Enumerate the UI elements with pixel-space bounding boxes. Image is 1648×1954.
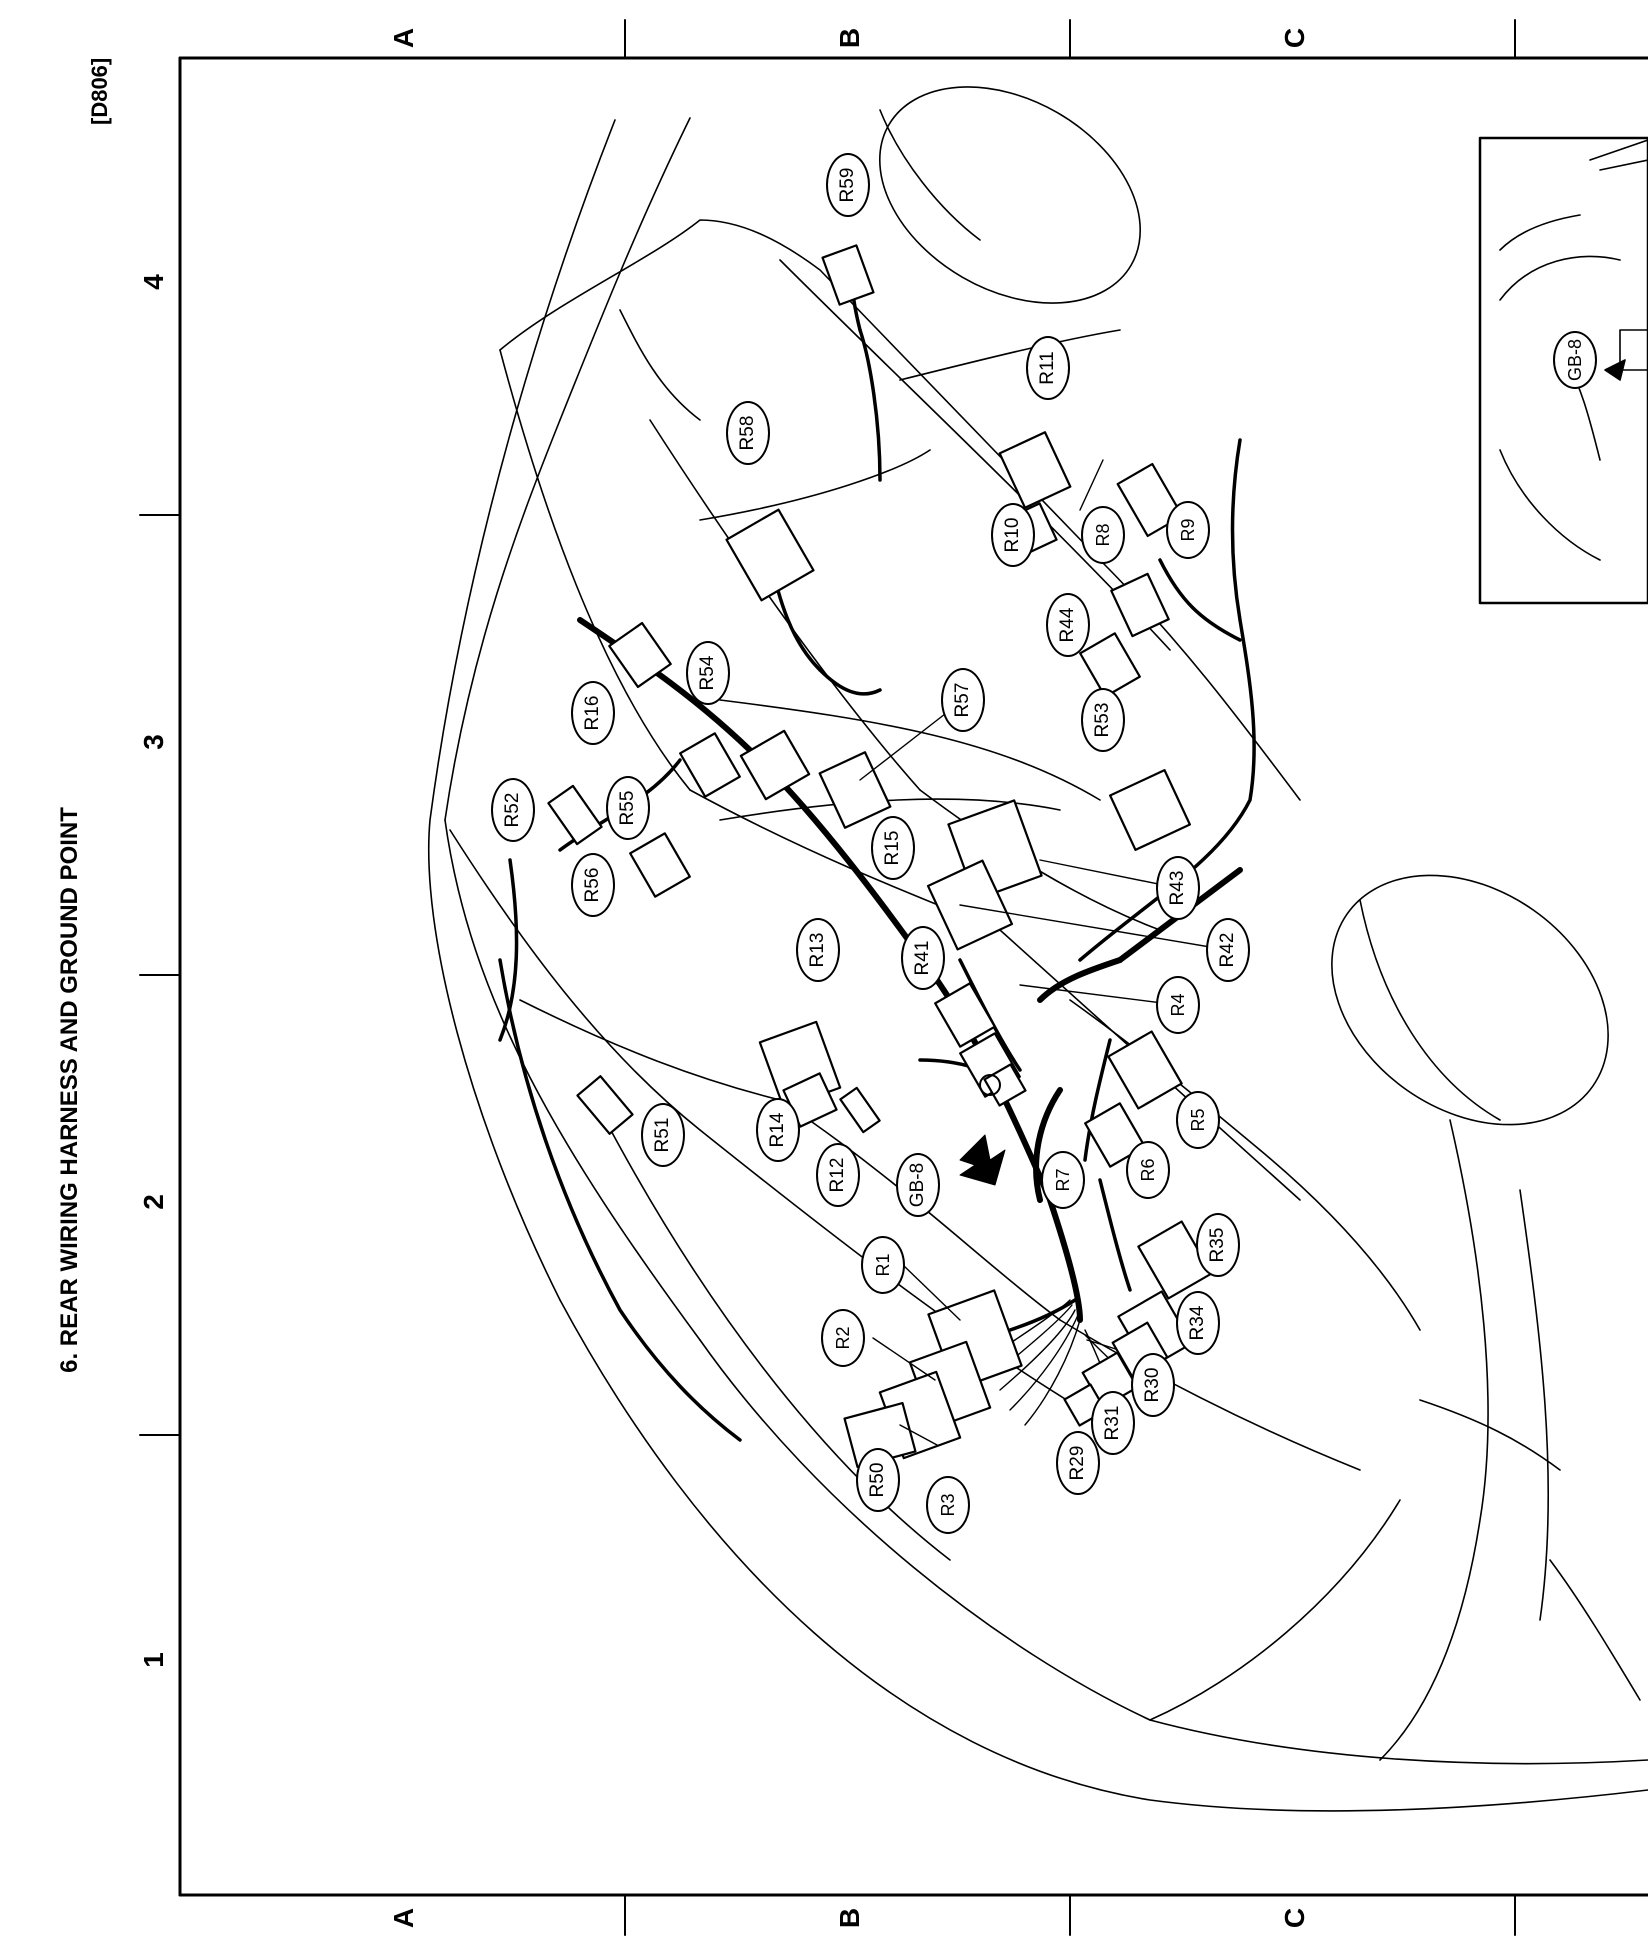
connector-label-r42: R42 (1206, 918, 1250, 982)
connector-label-r1: R1 (861, 1236, 905, 1294)
grid-letter-top-c: C (1279, 27, 1310, 49)
connector-label-r59: R59 (826, 153, 870, 217)
connector-label-r6: R6 (1126, 1141, 1170, 1199)
connector-label-r7: R7 (1041, 1151, 1085, 1209)
grid-number-1: 1 (138, 1652, 169, 1668)
frame-border (178, 56, 1648, 1897)
connector-label-r53: R53 (1081, 688, 1125, 752)
connector-label-r57: R57 (941, 668, 985, 732)
grid-letter-bottom-b: B (834, 1907, 865, 1929)
connector-label-r58: R58 (726, 401, 770, 465)
inset-ground-label-gb8: GB-8 (1553, 331, 1597, 389)
grid-letter-top-b: B (834, 27, 865, 49)
connector-label-r51: R51 (641, 1103, 685, 1167)
grid-letter-bottom-c: C (1279, 1907, 1310, 1929)
connector-label-r2: R2 (821, 1309, 865, 1367)
connector-label-r12: R12 (816, 1143, 860, 1207)
grid-letter-top-a: A (388, 27, 419, 49)
vehicle-body-outline (427, 86, 1648, 1812)
connector-label-r56: R56 (571, 853, 615, 917)
page-title-text: 6. REAR WIRING HARNESS AND GROUND POINT (56, 807, 83, 1373)
connector-label-r13: R13 (796, 918, 840, 982)
page-title: 6. REAR WIRING HARNESS AND GROUND POINT (50, 807, 90, 1373)
connector-label-r41: R41 (901, 926, 945, 990)
connector-label-r31: R31 (1091, 1391, 1135, 1455)
grid-number-3: 3 (138, 734, 169, 750)
document-id: [D806] (87, 57, 112, 125)
connector-label-r14: R14 (756, 1098, 800, 1162)
connector-label-r3: R3 (926, 1476, 970, 1534)
connector-label-gb8: GB-8 (896, 1153, 940, 1217)
ground-terminal-icon (979, 1074, 1001, 1096)
grid-number-4: 4 (138, 274, 169, 290)
connector-label-r34: R34 (1176, 1291, 1220, 1355)
connector-label-r11: R11 (1026, 336, 1070, 400)
ground-arrow-icon (959, 1134, 1006, 1186)
connector-label-r35: R35 (1196, 1213, 1240, 1277)
connector-label-r30: R30 (1131, 1353, 1175, 1417)
grid-ticks (139, 19, 1516, 1936)
grid-number-2: 2 (138, 1194, 169, 1210)
connector-label-r8: R8 (1081, 506, 1125, 564)
leader-lines (859, 459, 1229, 1446)
connector-label-r50: R50 (856, 1448, 900, 1512)
connector-label-r43: R43 (1156, 856, 1200, 920)
connector-label-r4: R4 (1156, 976, 1200, 1034)
connector-label-r52: R52 (491, 778, 535, 842)
connector-label-r5: R5 (1176, 1091, 1220, 1149)
connector-label-r44: R44 (1046, 593, 1090, 657)
connector-label-r54: R54 (686, 641, 730, 705)
connector-label-r16: R16 (571, 681, 615, 745)
connector-label-r15: R15 (871, 816, 915, 880)
connector-label-r29: R29 (1056, 1431, 1100, 1495)
connector-label-r10: R10 (991, 503, 1035, 567)
grid-letter-bottom-a: A (388, 1907, 419, 1929)
connector-label-r55: R55 (606, 776, 650, 840)
connector-label-r9: R9 (1166, 501, 1210, 559)
